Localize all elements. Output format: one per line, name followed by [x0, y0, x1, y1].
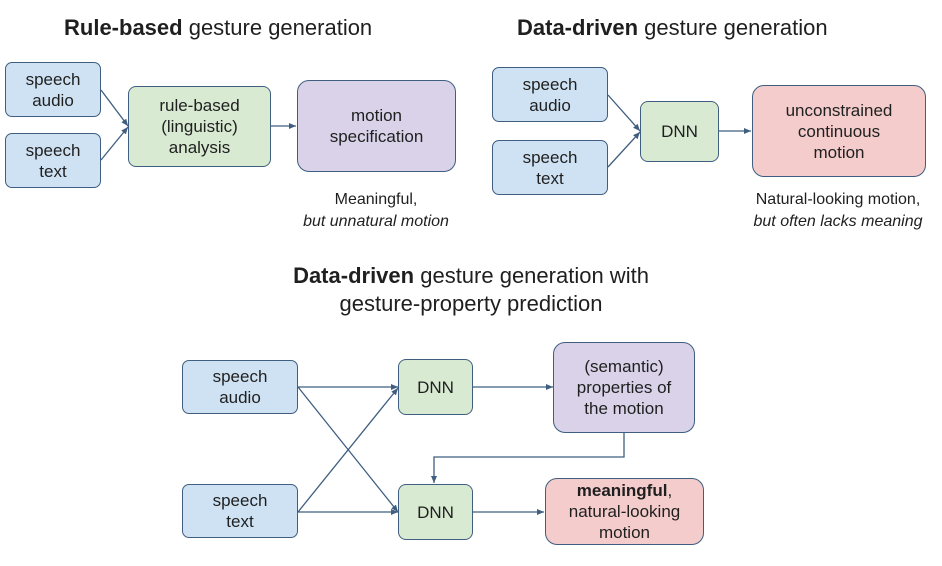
pp-properties-box: (semantic) properties of the motion — [553, 342, 695, 433]
arrow-rb-text-to-analysis — [100, 126, 129, 161]
dd-output-box: unconstrained continuous motion — [752, 85, 926, 177]
rb-caption: Meaningful, but unnatural motion — [303, 191, 449, 230]
pp-speech-text-box: speech text — [182, 484, 298, 538]
arrow-dd-text-to-dnn — [607, 131, 641, 168]
rb-motion-spec-box: motion specification — [297, 80, 456, 172]
pp-title: Data-driven gesture generation with gest… — [293, 263, 649, 316]
dd-caption: Natural-looking motion, but often lacks … — [753, 191, 923, 230]
dd-speech-text-box: speech text — [492, 140, 608, 195]
rb-analysis-box: rule-based (linguistic) analysis — [128, 86, 271, 167]
rb-speech-audio-box: speech audio — [5, 62, 101, 117]
rule-based-title: Rule-based gesture generation — [64, 15, 373, 40]
pp-dnn-top-box: DNN — [398, 359, 473, 415]
pp-output-box: meaningful, natural-looking motion — [545, 478, 704, 545]
pp-speech-audio-box: speech audio — [182, 360, 298, 414]
data-driven-title: Data-driven gesture generation — [517, 15, 828, 40]
arrow-pp-properties-to-dnn-bottom — [431, 433, 625, 483]
dd-dnn-box: DNN — [640, 101, 719, 162]
pp-dnn-bottom-box: DNN — [398, 484, 473, 540]
dd-speech-audio-box: speech audio — [492, 67, 608, 122]
rb-speech-text-box: speech text — [5, 133, 101, 188]
arrow-dd-audio-to-dnn — [607, 94, 641, 132]
arrow-rb-audio-to-analysis — [100, 89, 129, 127]
arrow-pp-text-to-dnn-top — [297, 387, 399, 513]
